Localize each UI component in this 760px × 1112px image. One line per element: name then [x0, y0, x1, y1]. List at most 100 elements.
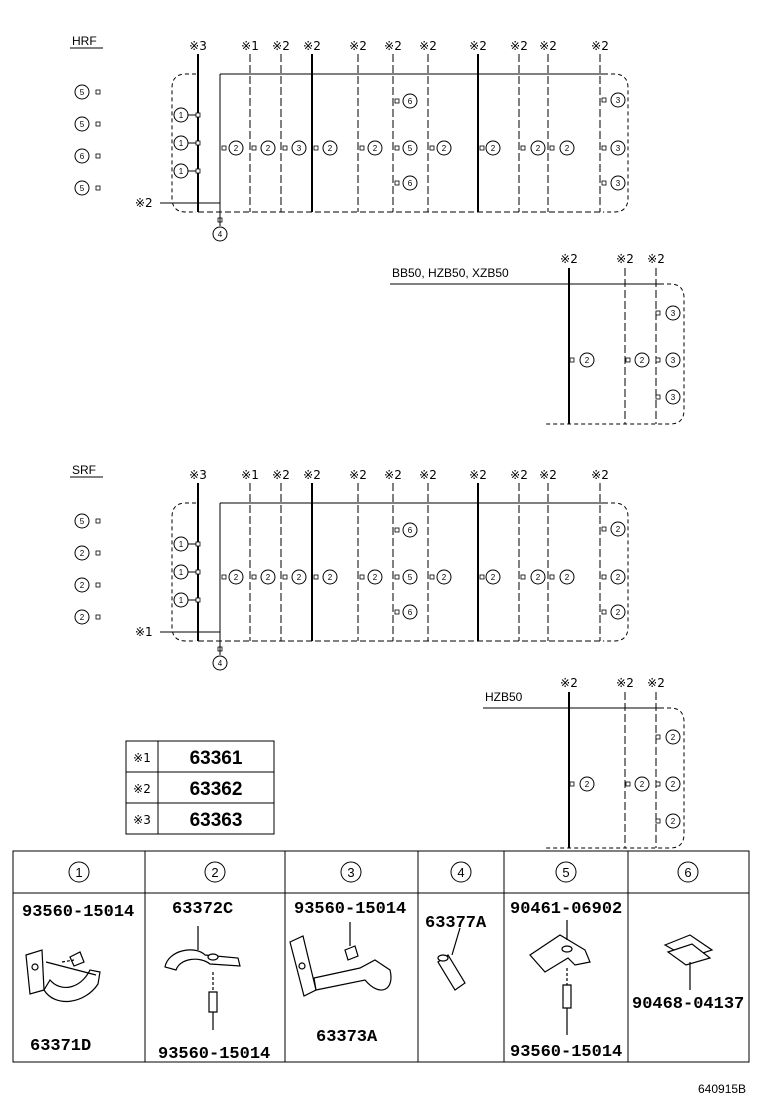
callout-number: 3: [671, 309, 676, 318]
callout-circle: 2: [228, 140, 244, 156]
clip-marker: [655, 818, 661, 824]
callout-ring: [74, 84, 90, 100]
callout-ring: [402, 140, 418, 156]
part-3-number: 93560-15014: [294, 900, 406, 919]
callout-circle: 2: [559, 569, 575, 585]
legend-frame: [125, 740, 275, 835]
callout-number: 1: [179, 111, 184, 120]
clip-marker: [569, 357, 575, 363]
clip-marker: [359, 574, 365, 580]
callout-ring: [74, 513, 90, 529]
callout-ring: [367, 140, 383, 156]
clip-marker: [95, 582, 101, 588]
callout-circle: 5: [74, 513, 90, 529]
callout-circle: 2: [228, 569, 244, 585]
callout-number: 2: [234, 144, 239, 153]
section-outline: [171, 73, 629, 213]
clip-marker: [625, 357, 631, 363]
callout-circle: 4: [212, 226, 228, 242]
clip-marker: [394, 98, 400, 104]
callout-circle: 6: [402, 522, 418, 538]
clip-marker: [655, 394, 661, 400]
clip-marker: [195, 597, 201, 603]
callout-ring: [610, 140, 626, 156]
tube-marker: ※1: [241, 39, 259, 53]
clip-marker: [655, 357, 661, 363]
callout-number: 3: [297, 144, 302, 153]
tube-marker: ※2: [616, 252, 634, 266]
clip-marker: [429, 574, 435, 580]
callout-ring: [74, 577, 90, 593]
callout-ring: [204, 861, 226, 883]
callout-number: 1: [179, 596, 184, 605]
tube-marker: ※2: [647, 252, 665, 266]
callout-ring: [559, 569, 575, 585]
clip-marker: [95, 185, 101, 191]
callout-number: 2: [536, 573, 541, 582]
tube-marker: ※2: [469, 39, 487, 53]
callout-ring: [74, 545, 90, 561]
tube-marker: ※2: [560, 252, 578, 266]
callout-circle: 2: [559, 140, 575, 156]
callout-circle: 2: [74, 545, 90, 561]
callout-number: 2: [266, 573, 271, 582]
callout-circle: 3: [610, 175, 626, 191]
callout-circle: 2: [530, 140, 546, 156]
callout-circle: 2: [367, 140, 383, 156]
callout-number: 6: [408, 608, 413, 617]
clip-marker: [394, 180, 400, 186]
callout-ring: [228, 569, 244, 585]
callout-number: 2: [585, 356, 590, 365]
callout-number: 2: [328, 144, 333, 153]
callout-ring: [634, 776, 650, 792]
legend-table: [125, 740, 275, 835]
clip-marker: [221, 574, 227, 580]
callout-ring: [665, 776, 681, 792]
callout-ring: [450, 861, 472, 883]
callout-number: 2: [266, 144, 271, 153]
callout-ring: [74, 180, 90, 196]
tube-marker: ※2: [384, 468, 402, 482]
callout-ring: [260, 140, 276, 156]
clip-marker: [479, 145, 485, 151]
legend-row-2: ※2 63362: [133, 779, 242, 800]
tube-marker: ※2: [303, 39, 321, 53]
callout-circle: 1: [173, 564, 189, 580]
callout-number: 3: [616, 144, 621, 153]
sub-outline: [546, 707, 685, 849]
callout-circle: 3: [665, 352, 681, 368]
callout-circle: 2: [579, 776, 595, 792]
callout-ring: [260, 569, 276, 585]
tube-marker: ※2: [349, 468, 367, 482]
callout-circle: 3: [340, 861, 362, 883]
callout-circle: 6: [74, 148, 90, 164]
clamp-drawing: [25, 949, 101, 1003]
tube-marker: ※2: [510, 39, 528, 53]
clip-marker: [394, 609, 400, 615]
callout-number: 2: [442, 573, 447, 582]
callout-ring: [610, 521, 626, 537]
part-2-number: 63372C: [172, 900, 233, 919]
clip-marker: [95, 614, 101, 620]
callout-number: 3: [671, 356, 676, 365]
clamp-drawing: [164, 926, 241, 1030]
callout-circle: 5: [74, 180, 90, 196]
callout-number: 2: [491, 144, 496, 153]
callout-ring: [559, 140, 575, 156]
clip-marker: [601, 145, 607, 151]
callout-circle: 2: [436, 569, 452, 585]
callout-circle: 2: [74, 577, 90, 593]
clip-marker: [479, 574, 485, 580]
callout-number: 3: [347, 865, 354, 880]
parts-table: [12, 850, 750, 1063]
tube-marker: ※3: [189, 39, 207, 53]
callout-circle: 3: [291, 140, 307, 156]
legend-mark: ※2: [133, 782, 151, 796]
part-3-cell: 93560-15014 63373A: [289, 900, 406, 1047]
clip-marker: [394, 145, 400, 151]
clamp-drawing: [289, 922, 392, 997]
tube-marker: ※2: [469, 468, 487, 482]
